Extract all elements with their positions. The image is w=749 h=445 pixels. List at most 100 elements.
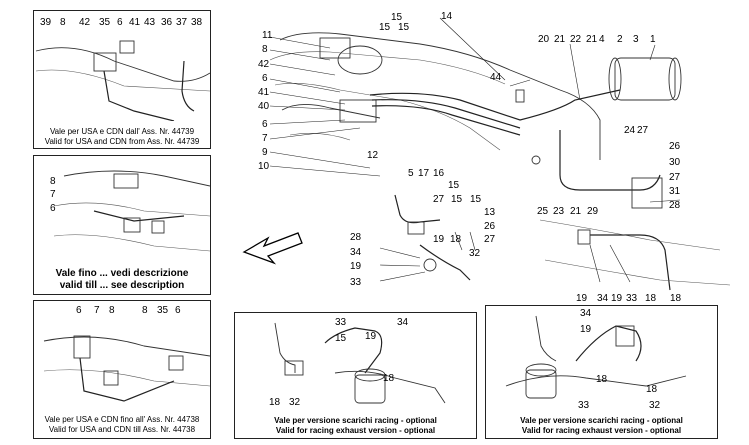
main-label: 31 [669,186,681,197]
main-label: 15 [379,22,391,33]
top-left-panel: 39 8 42 35 6 41 43 36 37 38 Vale per USA… [33,10,211,149]
mid-left-label: 7 [50,189,56,200]
bottom-right-panel: 34 19 18 33 18 32 Vale per versione scar… [485,305,718,439]
bottom-middle-drawing: 33 15 34 19 18 32 18 [269,317,446,408]
main-label: 10 [258,161,270,172]
main-label: 32 [469,248,481,259]
main-label: 21 [586,34,598,45]
main-label: 40 [258,101,270,112]
mid-left-caption-en: valid till ... see description [59,280,185,291]
bottom-left-label: 8 [109,305,115,316]
top-left-caption-en: Valid for USA and CDN from Ass. Nr. 4473… [44,137,200,146]
mid-left-label: 8 [50,176,56,187]
bottom-right-caption-en: Valid for racing exhaust version - optio… [521,426,682,435]
main-label: 2 [617,34,623,45]
bottom-right-label: 33 [578,400,590,410]
main-label: 7 [262,133,268,144]
main-label: 3 [633,34,639,45]
main-label: 15 [470,194,482,205]
main-label: 34 [597,293,609,304]
main-label: 41 [258,87,270,98]
main-label: 17 [418,168,430,179]
main-label: 33 [350,277,362,288]
bottom-left-label: 6 [175,305,181,316]
bottom-mid-label: 32 [289,397,301,408]
main-label: 22 [570,34,582,45]
bottom-left-panel: 6 7 8 8 35 6 Vale per USA e CDN fino all… [33,300,211,439]
top-left-label: 35 [99,17,111,28]
main-label: 11 [262,30,273,41]
bottom-right-label: 18 [646,384,658,395]
bottom-left-caption-it: Vale per USA e CDN fino all' Ass. Nr. 44… [44,415,200,424]
main-label: 42 [258,59,270,70]
bottom-mid-label: 15 [335,333,347,344]
bottom-left-drawing: 6 7 8 8 35 6 [43,305,210,402]
main-label: 30 [669,157,681,168]
main-label: 34 [350,247,362,258]
bottom-right-caption-it: Vale per versione scarichi racing - opti… [520,416,683,425]
main-label: 18 [450,234,462,245]
main-label: 24 [624,125,636,136]
main-label: 1 [650,34,656,45]
main-label: 27 [433,194,445,205]
main-label: 44 [490,72,502,83]
main-label: 28 [350,232,362,243]
main-label: 4 [599,34,605,45]
main-label: 27 [484,234,496,245]
main-label: 19 [350,261,362,272]
main-label: 25 [537,206,549,217]
bottom-left-label: 6 [76,305,82,316]
top-left-label: 42 [79,17,91,28]
bottom-left-caption-en: Valid for USA and CDN till Ass. Nr. 4473… [48,425,196,434]
main-label: 16 [433,168,445,179]
main-label: 18 [670,293,682,304]
top-left-label: 39 [40,17,52,28]
bottom-right-label: 19 [580,324,592,335]
main-label: 33 [626,293,638,304]
top-left-caption-it: Vale per USA e CDN dall' Ass. Nr. 44739 [49,127,195,136]
main-label: 26 [669,141,681,152]
main-label: 12 [367,150,379,161]
main-label: 15 [391,12,403,23]
top-left-label: 41 [129,17,141,28]
bottom-mid-label: 34 [397,317,409,328]
main-label: 19 [433,234,445,245]
main-label: 8 [262,44,268,55]
top-left-label: 8 [60,17,66,28]
main-label: 13 [484,207,496,218]
bottom-right-label: 34 [580,308,592,319]
bottom-right-label: 18 [596,374,608,385]
bottom-right-drawing: 34 19 18 33 18 32 [505,308,687,410]
direction-arrow [242,232,303,265]
main-label: 21 [554,34,566,45]
main-label: 27 [637,125,649,136]
main-label: 21 [570,206,582,217]
main-label: 15 [398,22,410,33]
top-left-label: 43 [144,17,156,28]
main-label: 18 [645,293,657,304]
main-label: 19 [611,293,623,304]
main-label: 6 [262,73,268,84]
top-left-label: 6 [117,17,123,28]
mid-left-drawing: 8 7 6 [50,170,210,252]
bottom-middle-panel: 33 15 34 19 18 32 18 Vale per versione s… [234,312,477,439]
main-label: 29 [587,206,599,217]
main-label: 27 [669,172,681,183]
mid-left-panel: 8 7 6 Vale fino ... vedi descrizione val… [33,155,211,295]
bottom-right-label: 32 [649,400,661,410]
bottom-mid-label: 18 [383,373,395,384]
bottom-left-label: 7 [94,305,100,316]
main-label: 14 [441,11,453,22]
main-label: 9 [262,147,268,158]
main-labels: 11 8 42 6 41 40 6 7 9 10 12 5 17 16 15 1… [258,11,682,304]
main-label: 20 [538,34,550,45]
bottom-left-label: 35 [157,305,169,316]
main-label: 26 [484,221,496,232]
main-label: 15 [451,194,463,205]
top-left-label: 37 [176,17,188,28]
main-label: 15 [448,180,460,191]
main-label: 5 [408,168,414,179]
main-label: 23 [553,206,565,217]
